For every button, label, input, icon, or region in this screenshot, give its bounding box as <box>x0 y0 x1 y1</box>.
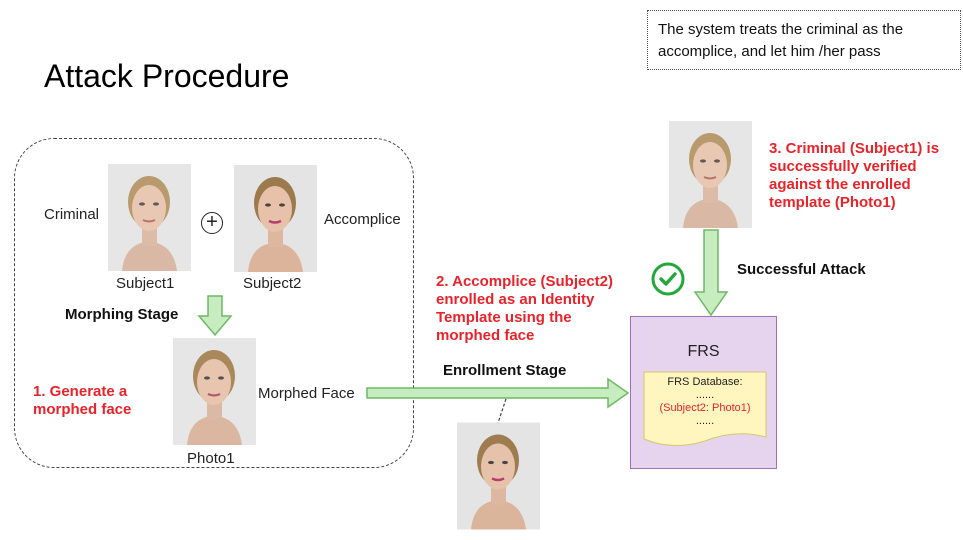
accomplice-label: Accomplice <box>324 211 401 228</box>
database-document-shape <box>643 371 767 446</box>
frs-title: FRS <box>687 343 720 360</box>
subject2-label: Subject2 <box>243 275 302 292</box>
enrollment-stage-label: Enrollment Stage <box>443 362 567 379</box>
subject1-label: Subject1 <box>116 275 175 292</box>
enrollment-arrow <box>366 377 630 409</box>
morphing-stage-label: Morphing Stage <box>65 306 179 323</box>
plus-icon: + <box>201 212 223 234</box>
successful-attack-label: Successful Attack <box>737 261 866 278</box>
note-box: The system treats the criminal as the ac… <box>647 10 961 70</box>
frs-database: FRS Database: ...... (Subject2: Photo1) … <box>643 371 767 449</box>
morphed-face-label: Morphed Face <box>258 385 355 402</box>
morph-down-arrow <box>197 295 233 337</box>
photo1-label: Photo1 <box>187 450 235 467</box>
criminal-label: Criminal <box>44 206 100 223</box>
page-title: Attack Procedure <box>44 58 290 94</box>
frs-box: FRS FRS Database: ...... (Subject2: Phot… <box>630 316 777 469</box>
frs-database-dots-top: ...... <box>695 389 715 401</box>
step2-text: 2. Accomplice (Subject2) enrolled as an … <box>436 273 613 344</box>
morphing-group-outline <box>14 138 414 468</box>
morphed-face-photo <box>173 338 256 445</box>
criminal-photo <box>108 164 191 271</box>
frs-database-entry: (Subject2: Photo1) <box>659 402 751 414</box>
check-circle-icon <box>651 262 685 296</box>
step1-text: 1. Generate a morphed face <box>33 383 132 418</box>
frs-database-dots-bottom: ...... <box>695 415 715 427</box>
accomplice-photo <box>234 165 317 272</box>
verification-photo <box>669 121 752 228</box>
enrollee-photo <box>457 422 540 530</box>
verification-down-arrow <box>693 229 729 317</box>
step3-text: 3. Criminal (Subject1) is successfully v… <box>769 140 940 211</box>
frs-database-title: FRS Database: <box>667 376 743 388</box>
enrollee-connector <box>497 398 507 424</box>
